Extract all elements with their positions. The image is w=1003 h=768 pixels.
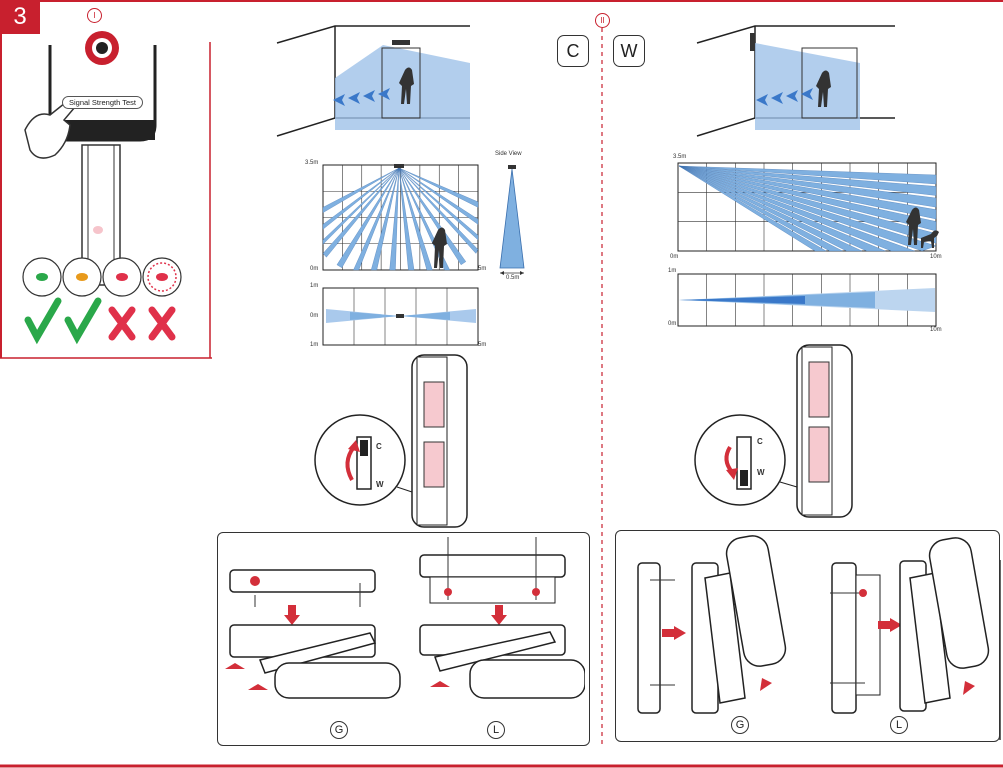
curtain-front-bottom-label: 0m <box>310 266 319 272</box>
curtain-switch-illustration <box>314 354 468 528</box>
curtain-mounting-panel <box>217 532 590 746</box>
curtain-mount-option-g[interactable]: G <box>330 721 348 739</box>
wall-top-view-top-label: 1m <box>668 268 677 274</box>
wall-mount-option-g[interactable]: G <box>731 716 749 734</box>
wall-top-view-right-label: 10m <box>930 327 942 333</box>
person-icon <box>906 207 921 245</box>
curtain-room-illustration <box>276 25 470 137</box>
check-icon <box>24 297 62 345</box>
wall-mounting-steps <box>637 535 990 714</box>
curtain-top-view-bottom-label: 1m <box>310 342 319 348</box>
curtain-top-view-top-label: 1m <box>310 283 319 289</box>
dog-icon <box>921 230 939 248</box>
wall-mode-label: W <box>613 35 645 67</box>
signal-strength-test-button[interactable]: Signal Strength Test <box>62 96 143 109</box>
sensor-icon <box>750 33 755 51</box>
curtain-top-view-right-label: 5m <box>478 342 487 348</box>
curtain-switch-c-label: C <box>376 442 382 451</box>
indicator-results <box>22 257 182 345</box>
cross-icon <box>108 306 136 341</box>
wall-room-illustration <box>696 25 895 137</box>
motion-arrows-icon <box>756 88 813 106</box>
wall-side-right-label: 10m <box>930 254 942 260</box>
curtain-mounting-steps <box>225 537 585 699</box>
wall-switch-w-label: W <box>757 468 765 477</box>
wall-mounting-panel <box>615 530 1000 742</box>
cross-icon <box>148 306 176 341</box>
check-icon <box>64 297 102 345</box>
curtain-mount-option-l[interactable]: L <box>487 721 505 739</box>
wall-switch-illustration <box>694 344 853 518</box>
wall-side-top-label: 3.5m <box>673 154 687 160</box>
side-view-title: Side View <box>495 151 522 157</box>
person-icon <box>432 227 447 268</box>
section-one-marker: I <box>87 8 102 23</box>
curtain-switch-w-label: W <box>376 480 384 489</box>
step-number: 3 <box>0 0 40 34</box>
curtain-top-view-middle-label: 0m <box>310 313 319 319</box>
curtain-mode-label: C <box>557 35 589 67</box>
motion-arrows-icon <box>333 88 390 106</box>
curtain-side-coverage <box>499 165 525 275</box>
sensor-icon <box>392 40 410 45</box>
person-icon <box>816 70 831 107</box>
wall-side-bottom-label: 0m <box>670 254 679 260</box>
person-icon <box>399 67 414 104</box>
curtain-front-right-label: 5m <box>478 266 487 272</box>
wall-switch-c-label: C <box>757 437 763 446</box>
side-view-width-label: 0.5m <box>506 275 520 281</box>
hand-icon <box>24 100 76 159</box>
curtain-front-top-label: 3.5m <box>305 160 319 166</box>
wall-top-view-bottom-label: 0m <box>668 321 677 327</box>
curtain-front-coverage <box>322 164 479 271</box>
wall-top-coverage <box>677 273 937 327</box>
section-two-marker: II <box>595 13 610 28</box>
wall-side-coverage <box>677 162 939 252</box>
curtain-top-coverage <box>322 287 479 346</box>
wall-mount-option-l[interactable]: L <box>890 716 908 734</box>
